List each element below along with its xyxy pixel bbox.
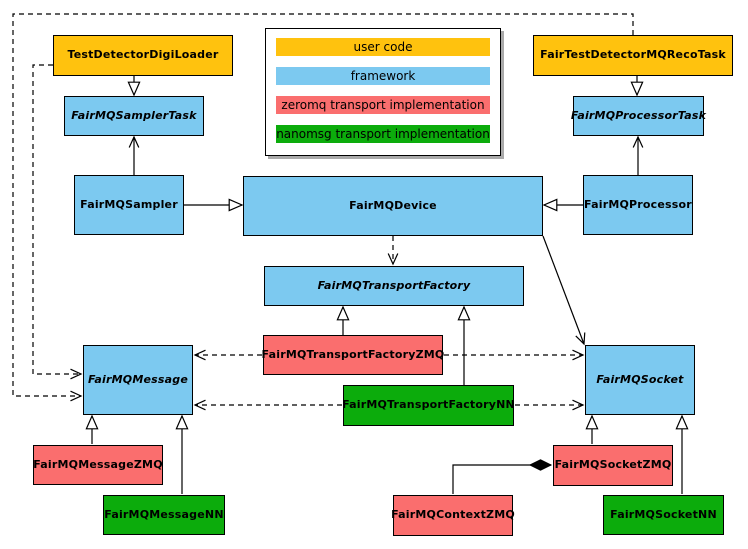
class-node-fairmqcontextzmq: FairMQContextZMQ (391, 495, 515, 536)
legend-item-framework: framework (276, 67, 490, 85)
edge-fairmqdevice-uses-fairmqsocket (542, 235, 586, 346)
class-node-fairmqtransportfactoryzmq: FairMQTransportFactoryZMQ (262, 335, 444, 375)
edge-fairmqsocketzmq-composes-fairmqcontextzmq (452, 459, 553, 494)
class-node-fairmqprocessortask: FairMQProcessorTask (571, 96, 706, 136)
class-node-fairmqmessagenn: FairMQMessageNN (103, 495, 225, 535)
class-node-fairmqsocket: FairMQSocket (585, 345, 695, 415)
class-node-fairmqsocketnn: FairMQSocketNN (603, 495, 724, 535)
class-node-fairtestdetectormqrecotask: FairTestDetectorMQRecoTask (533, 35, 733, 76)
legend-label-zeromq: zeromq transport implementation (281, 98, 485, 112)
class-node-fairmqsampler: FairMQSampler (74, 175, 184, 235)
legend-item-nanomsg: nanomsg transport implementation (276, 125, 490, 143)
class-node-fairmqsamplertask: FairMQSamplerTask (64, 96, 204, 136)
legend-label-nanomsg: nanomsg transport implementation (276, 127, 490, 141)
legend-box: user code framework zeromq transport imp… (265, 28, 501, 156)
class-node-fairmqtransportfactorynn: FairMQTransportFactoryNN (342, 385, 515, 426)
legend-item-zeromq: zeromq transport implementation (276, 96, 490, 114)
class-node-fairmqsocketzmq: FairMQSocketZMQ (553, 445, 673, 486)
class-node-testdetectordigiloader: TestDetectorDigiLoader (53, 35, 233, 76)
class-node-fairmqprocessor: FairMQProcessor (583, 175, 693, 235)
class-node-fairmqmessagezmq: FairMQMessageZMQ (33, 445, 163, 485)
legend-label-user-code: user code (353, 40, 413, 54)
class-node-fairmqdevice: FairMQDevice (243, 176, 543, 236)
class-node-fairmqtransportfactory: FairMQTransportFactory (264, 266, 524, 306)
class-node-fairmqmessage: FairMQMessage (83, 345, 193, 415)
legend-item-user-code: user code (276, 38, 490, 56)
legend-label-framework: framework (350, 69, 416, 83)
